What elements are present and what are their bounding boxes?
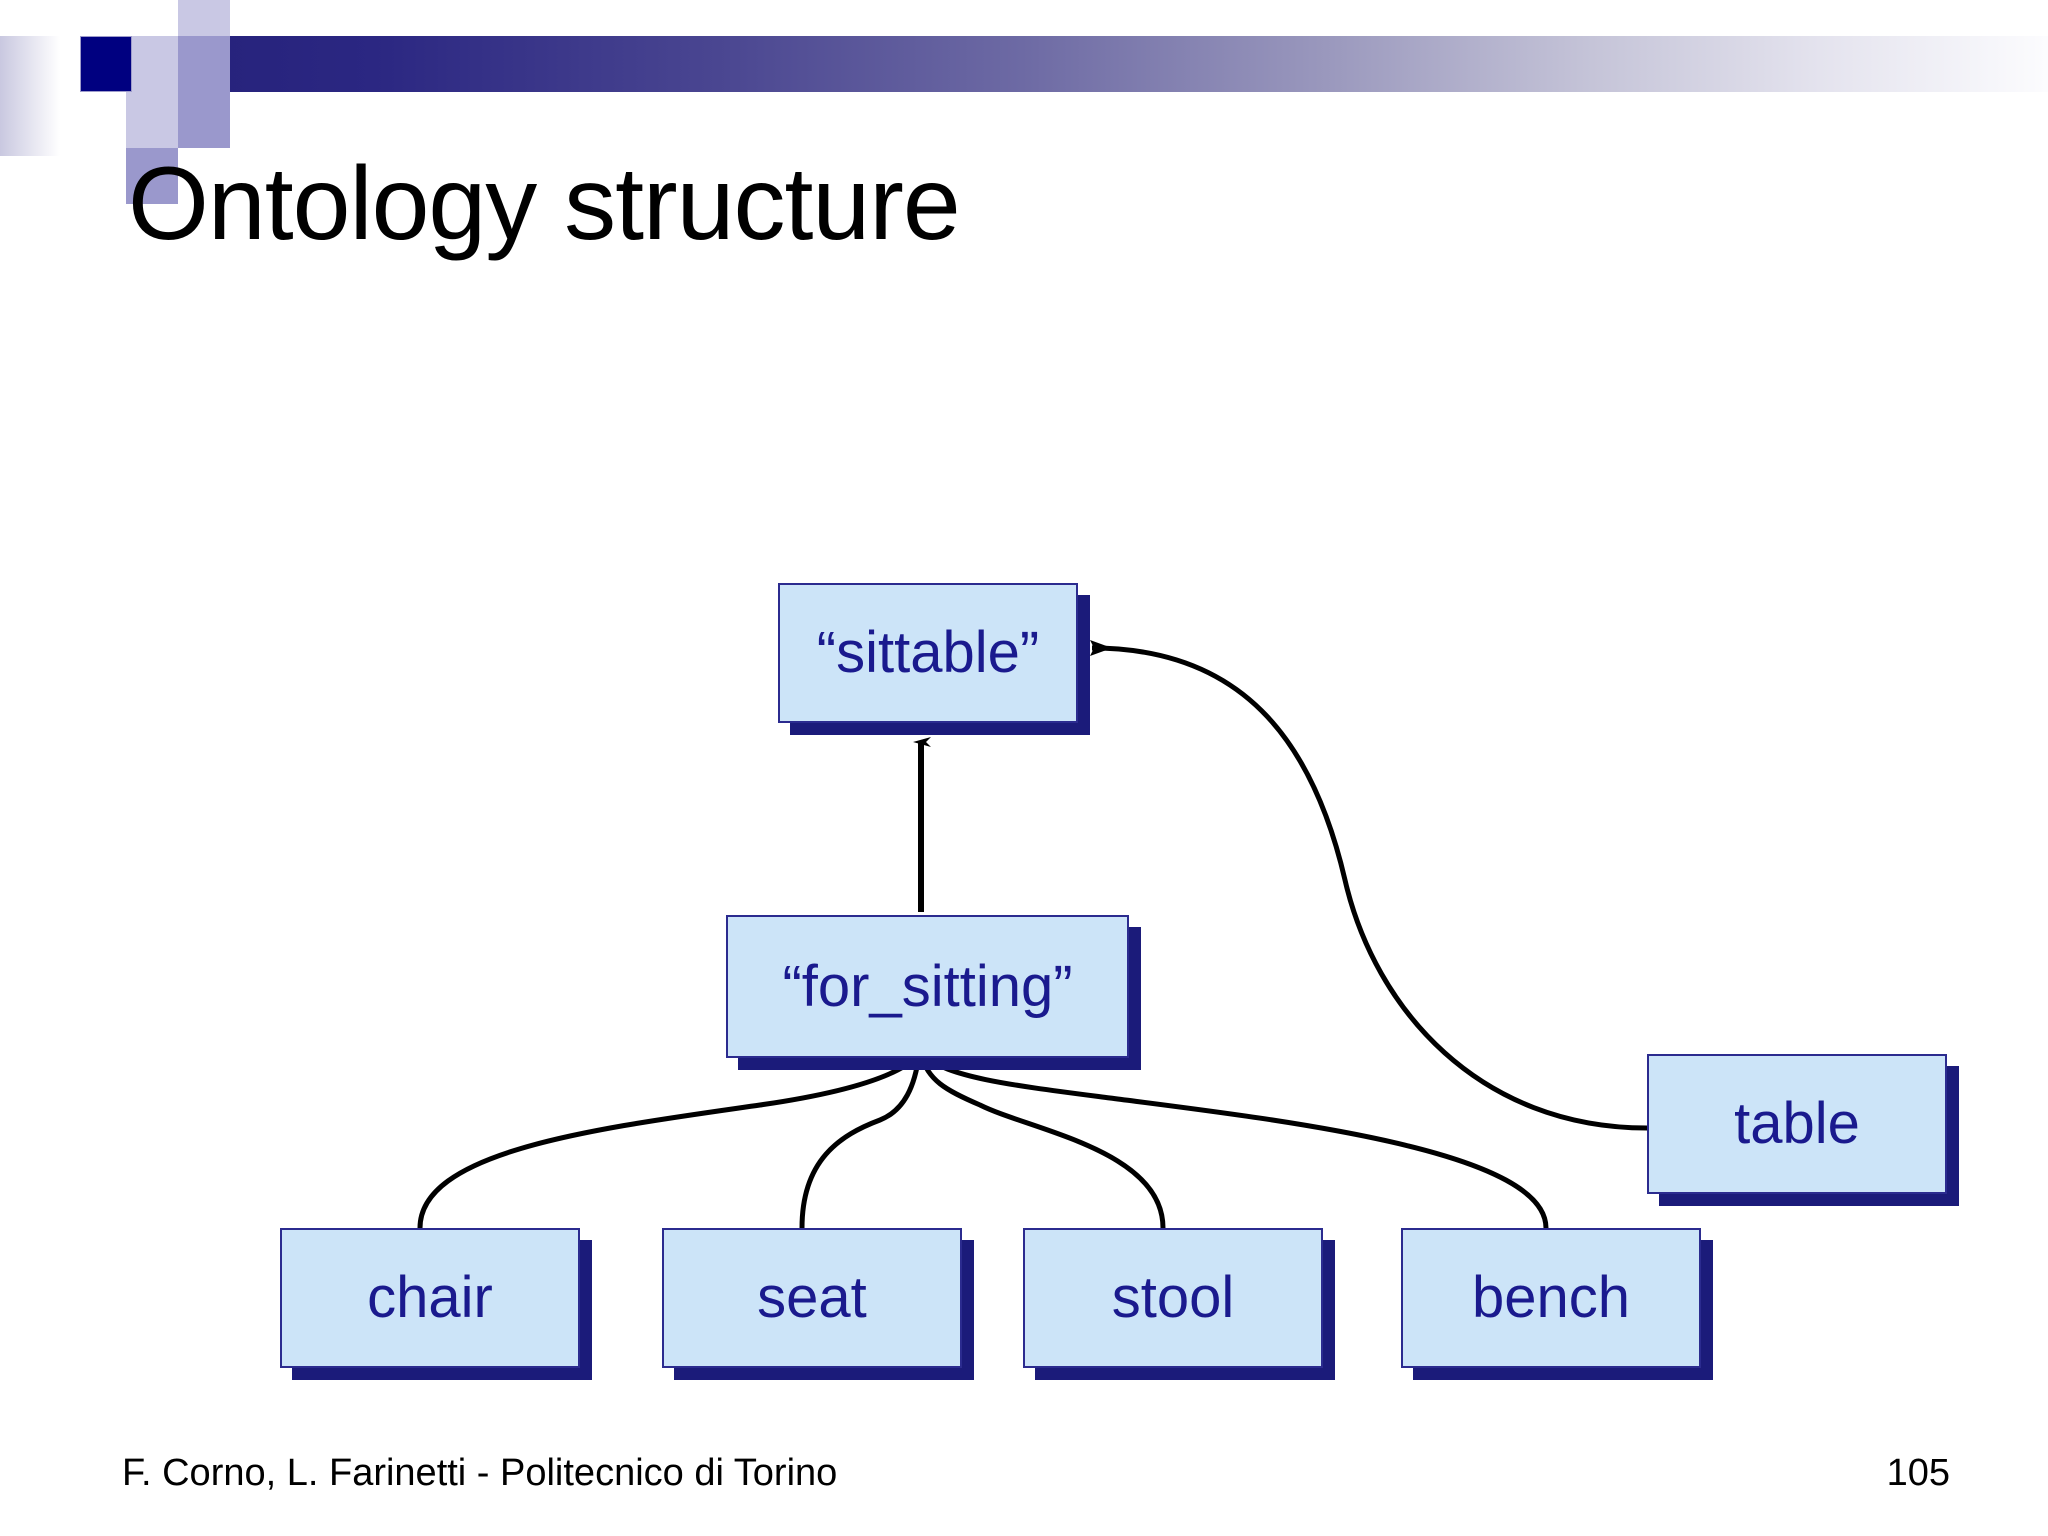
header-mosaic-square-left	[126, 36, 178, 92]
header-mosaic-square-mid	[178, 36, 230, 92]
node-table[interactable]: table	[1647, 1054, 1947, 1194]
header-mosaic-navy-square	[80, 36, 132, 92]
node-sittable[interactable]: “sittable”	[778, 583, 1078, 723]
header-mosaic-square-lower-left	[126, 92, 178, 148]
edge-seat-to-for-sitting	[799, 1054, 922, 1229]
node-sittable-label: “sittable”	[816, 620, 1040, 685]
node-chair-label: chair	[367, 1265, 493, 1330]
node-stool-label: stool	[1111, 1265, 1235, 1330]
edge-table-to-sittable	[1089, 639, 1648, 1131]
node-stool[interactable]: stool	[1023, 1228, 1323, 1368]
node-for-sitting-label: “for_sitting”	[782, 953, 1073, 1019]
header-mosaic-square-lower-mid	[178, 92, 230, 148]
node-seat-label: seat	[757, 1265, 867, 1330]
header-mosaic-square-bottom	[126, 148, 178, 204]
node-bench[interactable]: bench	[1401, 1228, 1701, 1368]
node-seat[interactable]: seat	[662, 1228, 962, 1368]
node-chair[interactable]: chair	[280, 1228, 580, 1368]
footer-attribution: F. Corno, L. Farinetti - Politecnico di …	[122, 1452, 838, 1494]
node-bench-label: bench	[1471, 1265, 1631, 1330]
edge-chair-to-for-sitting	[417, 1053, 921, 1229]
node-for-sitting[interactable]: “for_sitting”	[726, 915, 1129, 1058]
header-mosaic-fade	[0, 36, 60, 156]
page-number: 105	[1886, 1452, 1950, 1494]
edge-stool-to-for-sitting	[918, 1054, 1166, 1229]
page-title: Ontology structure	[128, 146, 961, 262]
node-table-label: table	[1734, 1091, 1860, 1156]
edge-bench-to-for-sitting	[920, 1053, 1549, 1229]
header-gradient-band	[148, 36, 2048, 92]
